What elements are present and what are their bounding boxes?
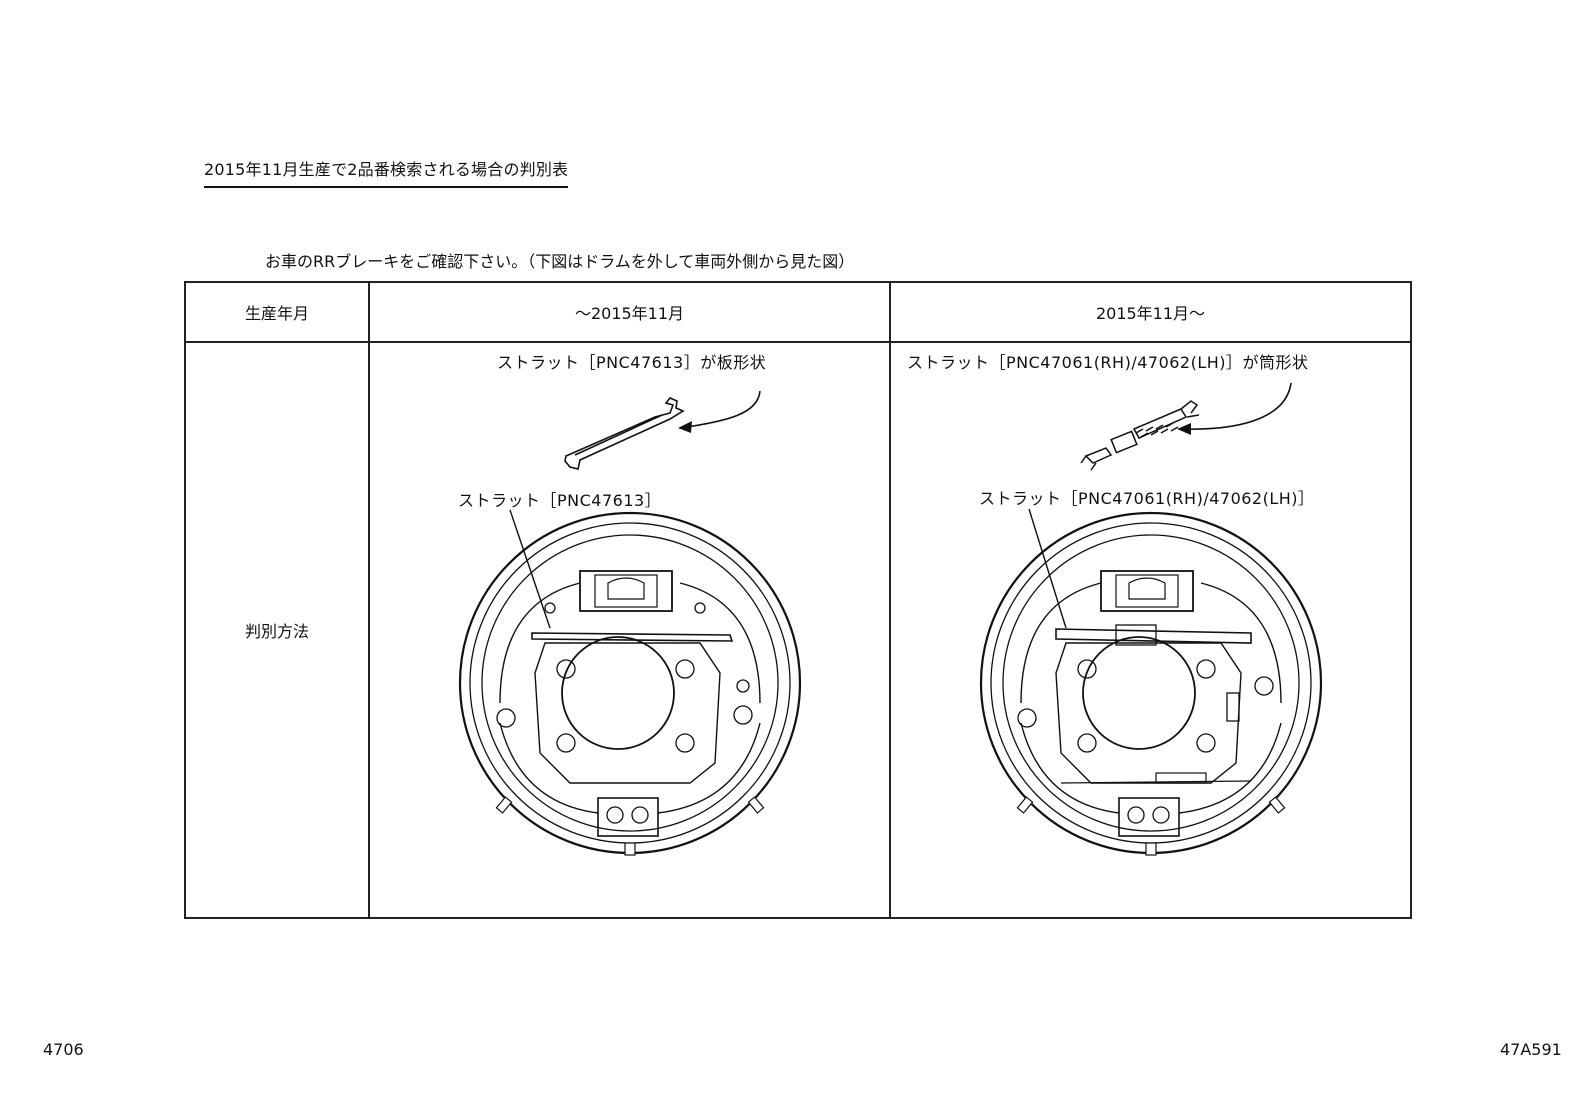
plate-strut-label: ストラット［PNC47613］ — [458, 491, 662, 510]
page-title: 2015年11月生産で2品番検索される場合の判別表 — [204, 156, 569, 188]
header-after-2015-11: 2015年11月～ — [889, 281, 1412, 343]
tube-strut-part — [1080, 400, 1200, 471]
tube-leader-line — [1028, 508, 1067, 629]
row-label-method: 判別方法 — [184, 341, 370, 919]
page-number: 4706 — [43, 1040, 84, 1059]
plate-strut-part — [564, 397, 685, 470]
table-header-row: 生産年月 ～2015年11月 2015年11月～ — [184, 281, 1412, 343]
header-production-date: 生産年月 — [184, 281, 370, 343]
plate-curve-arrow — [679, 390, 761, 429]
table-body-row: 判別方法 ストラット［PNC47613］が板形状 ストラット［PNC47613］ — [184, 341, 1412, 919]
tube-strut-brake-figure — [979, 382, 1323, 856]
plate-strut-brake-figure — [458, 390, 802, 856]
tube-curve-arrow — [1180, 382, 1292, 430]
judgment-table: 生産年月 ～2015年11月 2015年11月～ 判別方法 ストラット［PNC4… — [184, 281, 1412, 919]
right-backing-plate — [979, 511, 1323, 856]
instruction-text: お車のRRブレーキをご確認下さい。（下図はドラムを外して車両外側から見た図） — [265, 252, 855, 271]
cell-plate-strut: ストラット［PNC47613］が板形状 ストラット［PNC47613］ — [368, 341, 891, 919]
tube-strut-label: ストラット［PNC47061(RH)/47062(LH)］ — [979, 489, 1315, 508]
tube-strut-callout: ストラット［PNC47061(RH)/47062(LH)］が筒形状 — [907, 353, 1309, 372]
figure-code: 47A591 — [1500, 1040, 1562, 1059]
cell-tube-strut: ストラット［PNC47061(RH)/47062(LH)］が筒形状 ストラット［… — [889, 341, 1412, 919]
header-before-2015-11: ～2015年11月 — [368, 281, 891, 343]
plate-strut-callout: ストラット［PNC47613］が板形状 — [497, 353, 767, 372]
left-backing-plate — [458, 511, 802, 856]
plate-leader-line — [509, 509, 551, 629]
